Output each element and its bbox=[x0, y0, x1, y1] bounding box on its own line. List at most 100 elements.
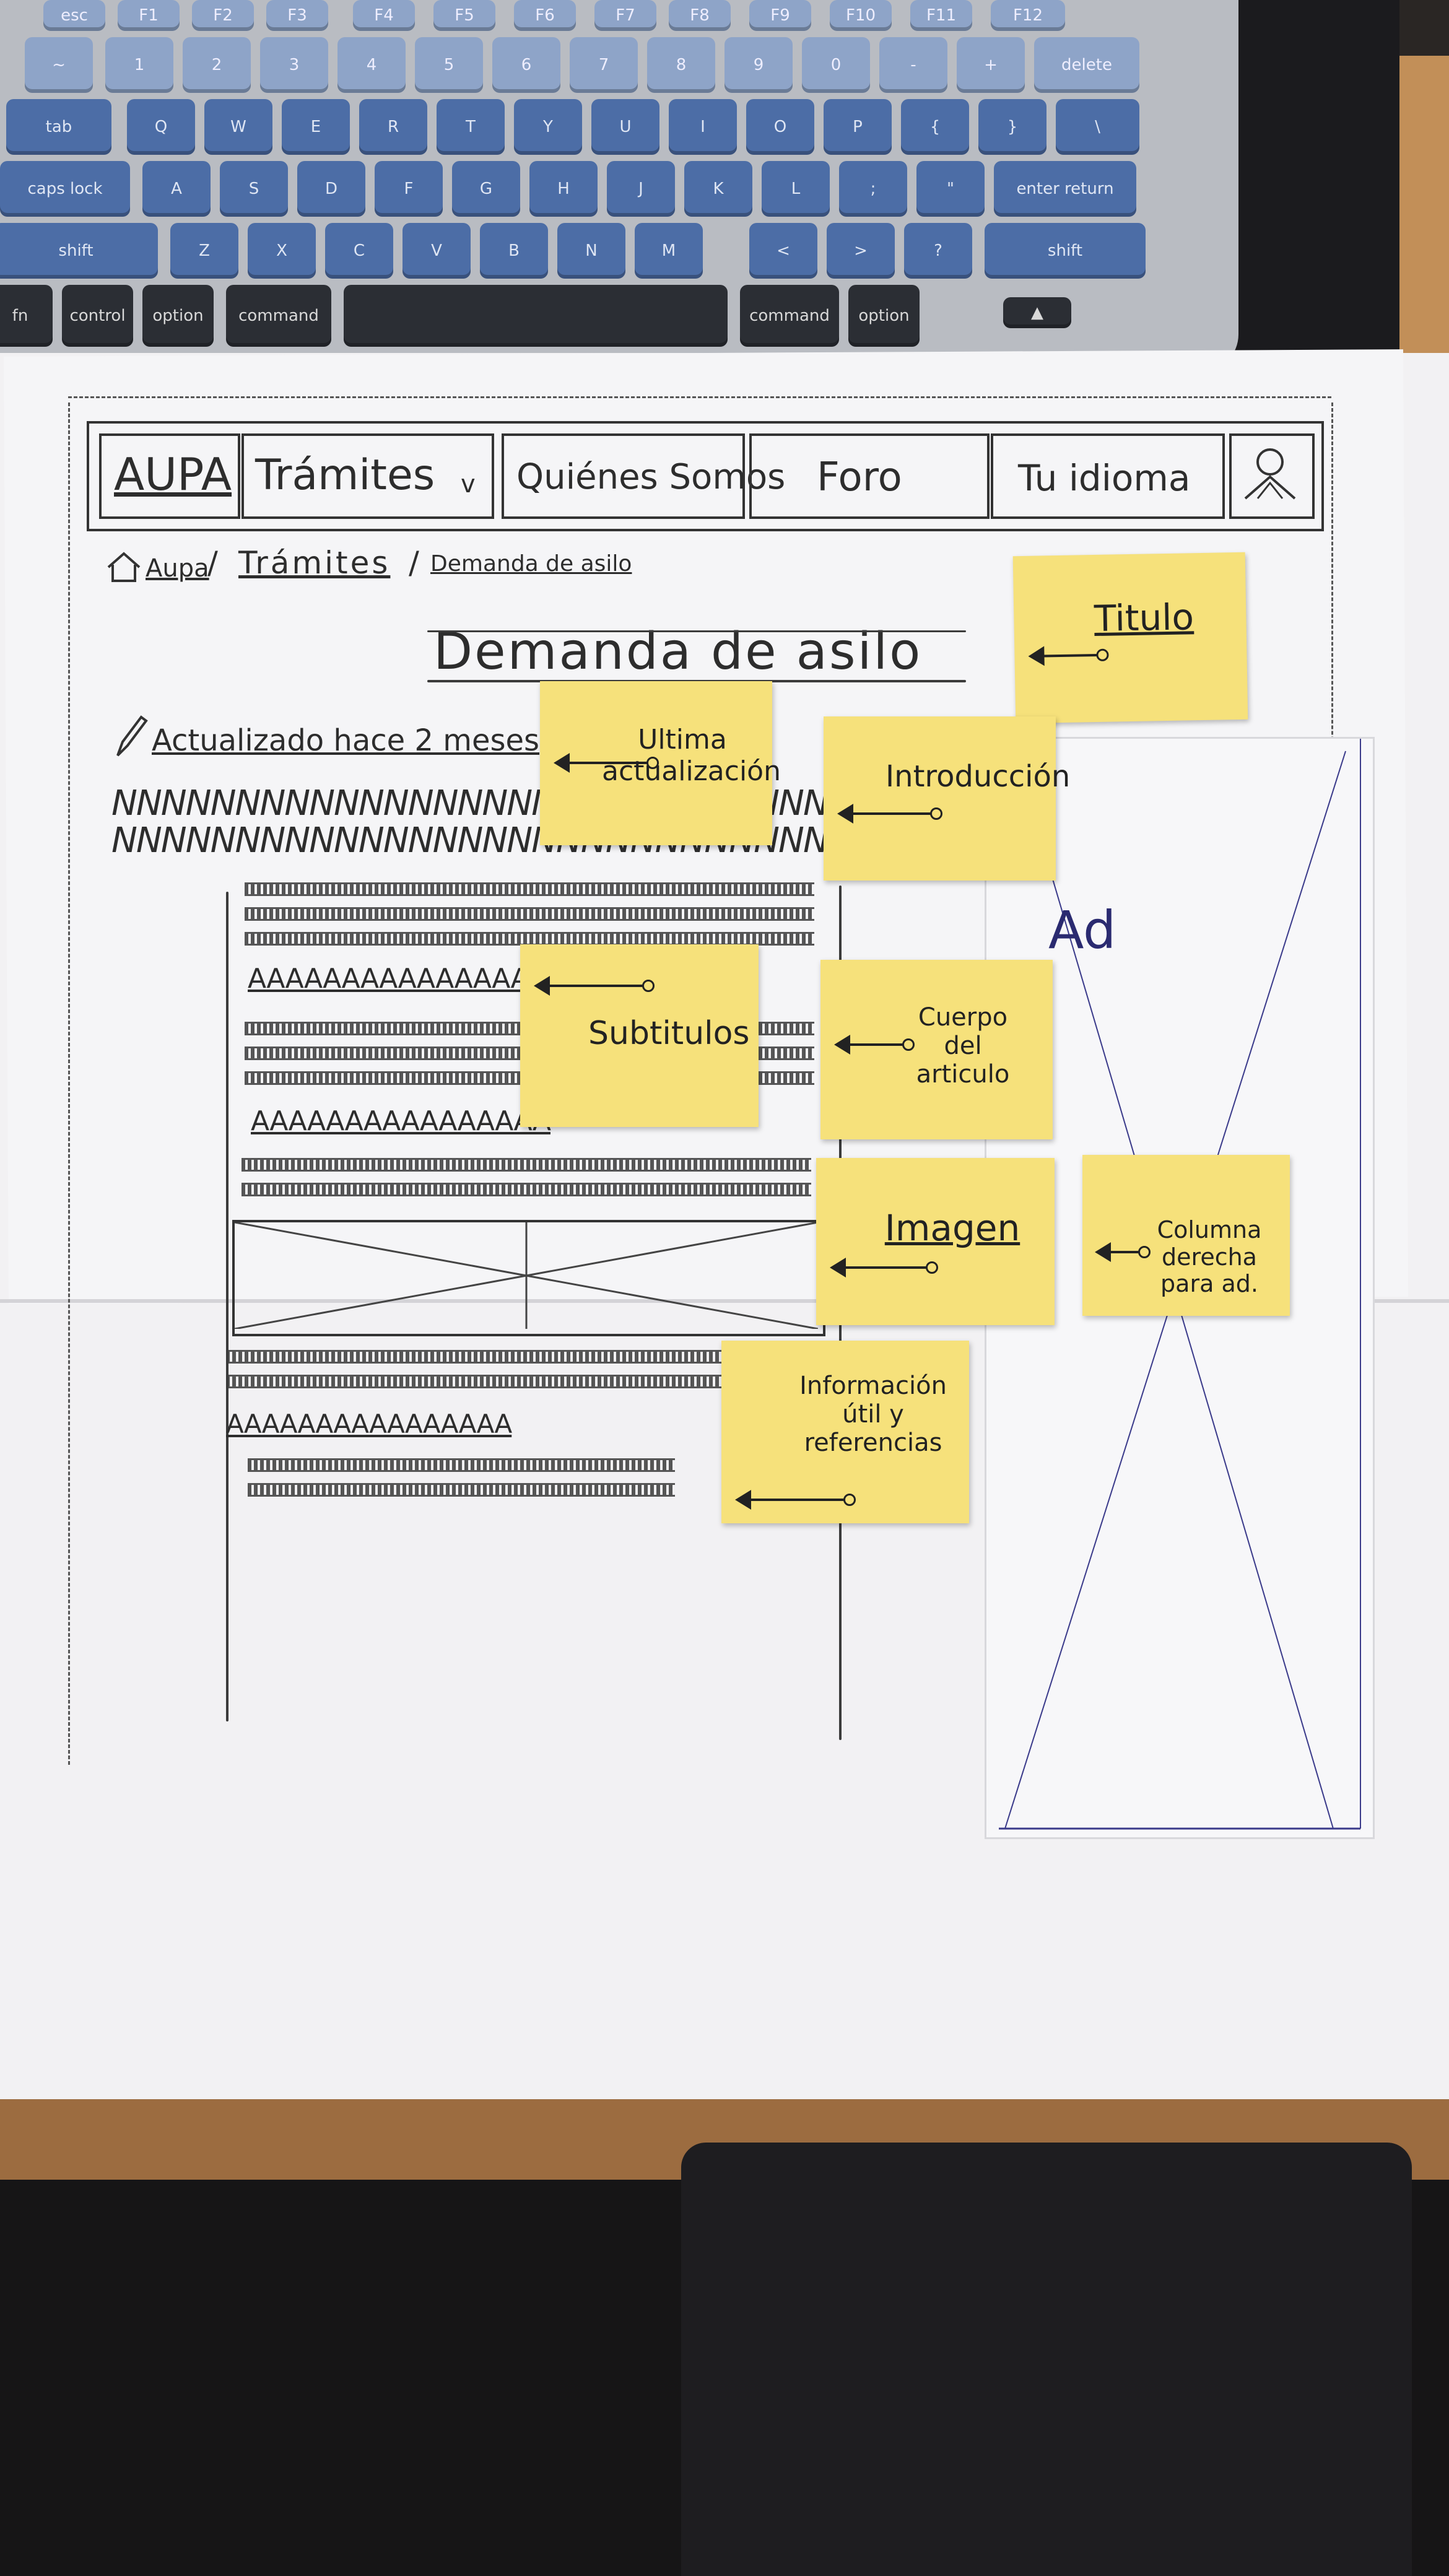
key[interactable]: F11 bbox=[910, 0, 972, 31]
key[interactable]: - bbox=[879, 37, 947, 93]
arrow-left-icon bbox=[837, 804, 942, 824]
key[interactable]: 4 bbox=[337, 37, 406, 93]
key[interactable]: } bbox=[978, 99, 1046, 155]
key[interactable]: + bbox=[957, 37, 1025, 93]
key[interactable]: fn bbox=[0, 285, 53, 347]
key[interactable]: 2 bbox=[183, 37, 251, 93]
key[interactable]: command bbox=[740, 285, 839, 347]
key[interactable]: M bbox=[635, 223, 703, 279]
subtitle-1: AAAAAAAAAAAAAAAA bbox=[248, 963, 548, 994]
key[interactable]: shift bbox=[0, 223, 158, 279]
key[interactable]: Q bbox=[127, 99, 195, 155]
breadcrumb-sep: / bbox=[207, 545, 218, 581]
note-columna: Columna derecha para ad. bbox=[1082, 1155, 1290, 1316]
key[interactable]: Z bbox=[170, 223, 238, 279]
nav-user[interactable] bbox=[1229, 433, 1315, 519]
key[interactable]: F12 bbox=[991, 0, 1065, 31]
key[interactable]: K bbox=[684, 161, 752, 217]
key[interactable]: N bbox=[557, 223, 625, 279]
key[interactable]: enter return bbox=[994, 161, 1136, 217]
key[interactable]: F3 bbox=[266, 0, 328, 31]
note-imagen: Imagen bbox=[816, 1158, 1055, 1325]
key[interactable]: delete bbox=[1034, 37, 1139, 93]
key[interactable]: F bbox=[375, 161, 443, 217]
reference-item[interactable] bbox=[248, 1483, 675, 1497]
key[interactable]: X bbox=[248, 223, 316, 279]
key[interactable]: H bbox=[529, 161, 598, 217]
nav-quienes[interactable]: Quiénes Somos bbox=[502, 433, 785, 519]
key[interactable]: 6 bbox=[492, 37, 560, 93]
key[interactable]: D bbox=[297, 161, 365, 217]
key[interactable]: S bbox=[220, 161, 288, 217]
last-updated: Actualizado hace 2 meses bbox=[152, 723, 540, 758]
key[interactable]: C bbox=[325, 223, 393, 279]
key[interactable]: F8 bbox=[669, 0, 731, 31]
key[interactable]: 5 bbox=[415, 37, 483, 93]
key[interactable]: command bbox=[226, 285, 331, 347]
arrow-left-icon bbox=[1033, 653, 1102, 658]
key[interactable]: ~ bbox=[25, 37, 93, 93]
key[interactable]: E bbox=[282, 99, 350, 155]
key[interactable]: Y bbox=[514, 99, 582, 155]
key[interactable]: F9 bbox=[749, 0, 811, 31]
key[interactable]: < bbox=[749, 223, 817, 279]
key[interactable]: G bbox=[452, 161, 520, 217]
key[interactable]: F1 bbox=[118, 0, 180, 31]
nav-tramites[interactable]: Trámites v bbox=[242, 433, 494, 519]
nav-idioma-label: Tu idioma bbox=[1018, 457, 1191, 499]
key[interactable]: shift bbox=[985, 223, 1146, 279]
key[interactable]: L bbox=[762, 161, 830, 217]
key[interactable]: F5 bbox=[433, 0, 495, 31]
key[interactable]: \ bbox=[1056, 99, 1139, 155]
key-space[interactable] bbox=[344, 285, 728, 347]
key[interactable]: 0 bbox=[802, 37, 870, 93]
key[interactable]: V bbox=[402, 223, 471, 279]
key[interactable]: J bbox=[607, 161, 675, 217]
key[interactable]: { bbox=[901, 99, 969, 155]
key[interactable]: F7 bbox=[594, 0, 656, 31]
key[interactable]: " bbox=[916, 161, 985, 217]
key[interactable]: T bbox=[437, 99, 505, 155]
nav-logo-box[interactable]: AUPA bbox=[99, 433, 240, 519]
key[interactable]: W bbox=[204, 99, 272, 155]
key[interactable]: 1 bbox=[105, 37, 173, 93]
key[interactable]: caps lock bbox=[0, 161, 130, 217]
nav-foro[interactable]: Foro bbox=[749, 433, 990, 519]
key[interactable]: tab bbox=[6, 99, 111, 155]
arrow-left-icon bbox=[834, 1035, 915, 1055]
key[interactable]: I bbox=[669, 99, 737, 155]
key[interactable]: R bbox=[359, 99, 427, 155]
key[interactable]: 3 bbox=[260, 37, 328, 93]
key[interactable]: control bbox=[62, 285, 133, 347]
key[interactable]: U bbox=[591, 99, 659, 155]
key[interactable]: F10 bbox=[830, 0, 892, 31]
key[interactable]: esc bbox=[43, 0, 105, 31]
home-icon[interactable] bbox=[105, 550, 142, 583]
key[interactable]: ? bbox=[904, 223, 972, 279]
key[interactable]: A bbox=[142, 161, 211, 217]
nav-foro-label: Foro bbox=[817, 455, 902, 500]
body-text-line bbox=[245, 932, 814, 946]
key[interactable]: 8 bbox=[647, 37, 715, 93]
key[interactable]: 7 bbox=[570, 37, 638, 93]
key[interactable]: ▲ bbox=[1003, 297, 1071, 328]
reference-item[interactable] bbox=[248, 1458, 675, 1472]
nav-idioma[interactable]: Tu idioma bbox=[991, 433, 1225, 519]
key[interactable]: option bbox=[848, 285, 920, 347]
key[interactable]: B bbox=[480, 223, 548, 279]
key[interactable]: O bbox=[746, 99, 814, 155]
body-text-line bbox=[242, 1183, 811, 1196]
key[interactable]: F2 bbox=[192, 0, 254, 31]
key[interactable]: 9 bbox=[724, 37, 793, 93]
key[interactable]: > bbox=[827, 223, 895, 279]
key[interactable]: ; bbox=[839, 161, 907, 217]
body-text-line bbox=[245, 907, 814, 921]
key[interactable]: F4 bbox=[353, 0, 415, 31]
paper-fold bbox=[0, 1299, 1449, 1303]
key[interactable]: option bbox=[142, 285, 214, 347]
breadcrumb-home[interactable]: Aupa bbox=[146, 554, 209, 583]
key[interactable]: P bbox=[824, 99, 892, 155]
key[interactable]: F6 bbox=[514, 0, 576, 31]
nav-tramites-label: Trámites bbox=[255, 451, 435, 500]
breadcrumb-tramites[interactable]: Trámites bbox=[238, 545, 391, 581]
